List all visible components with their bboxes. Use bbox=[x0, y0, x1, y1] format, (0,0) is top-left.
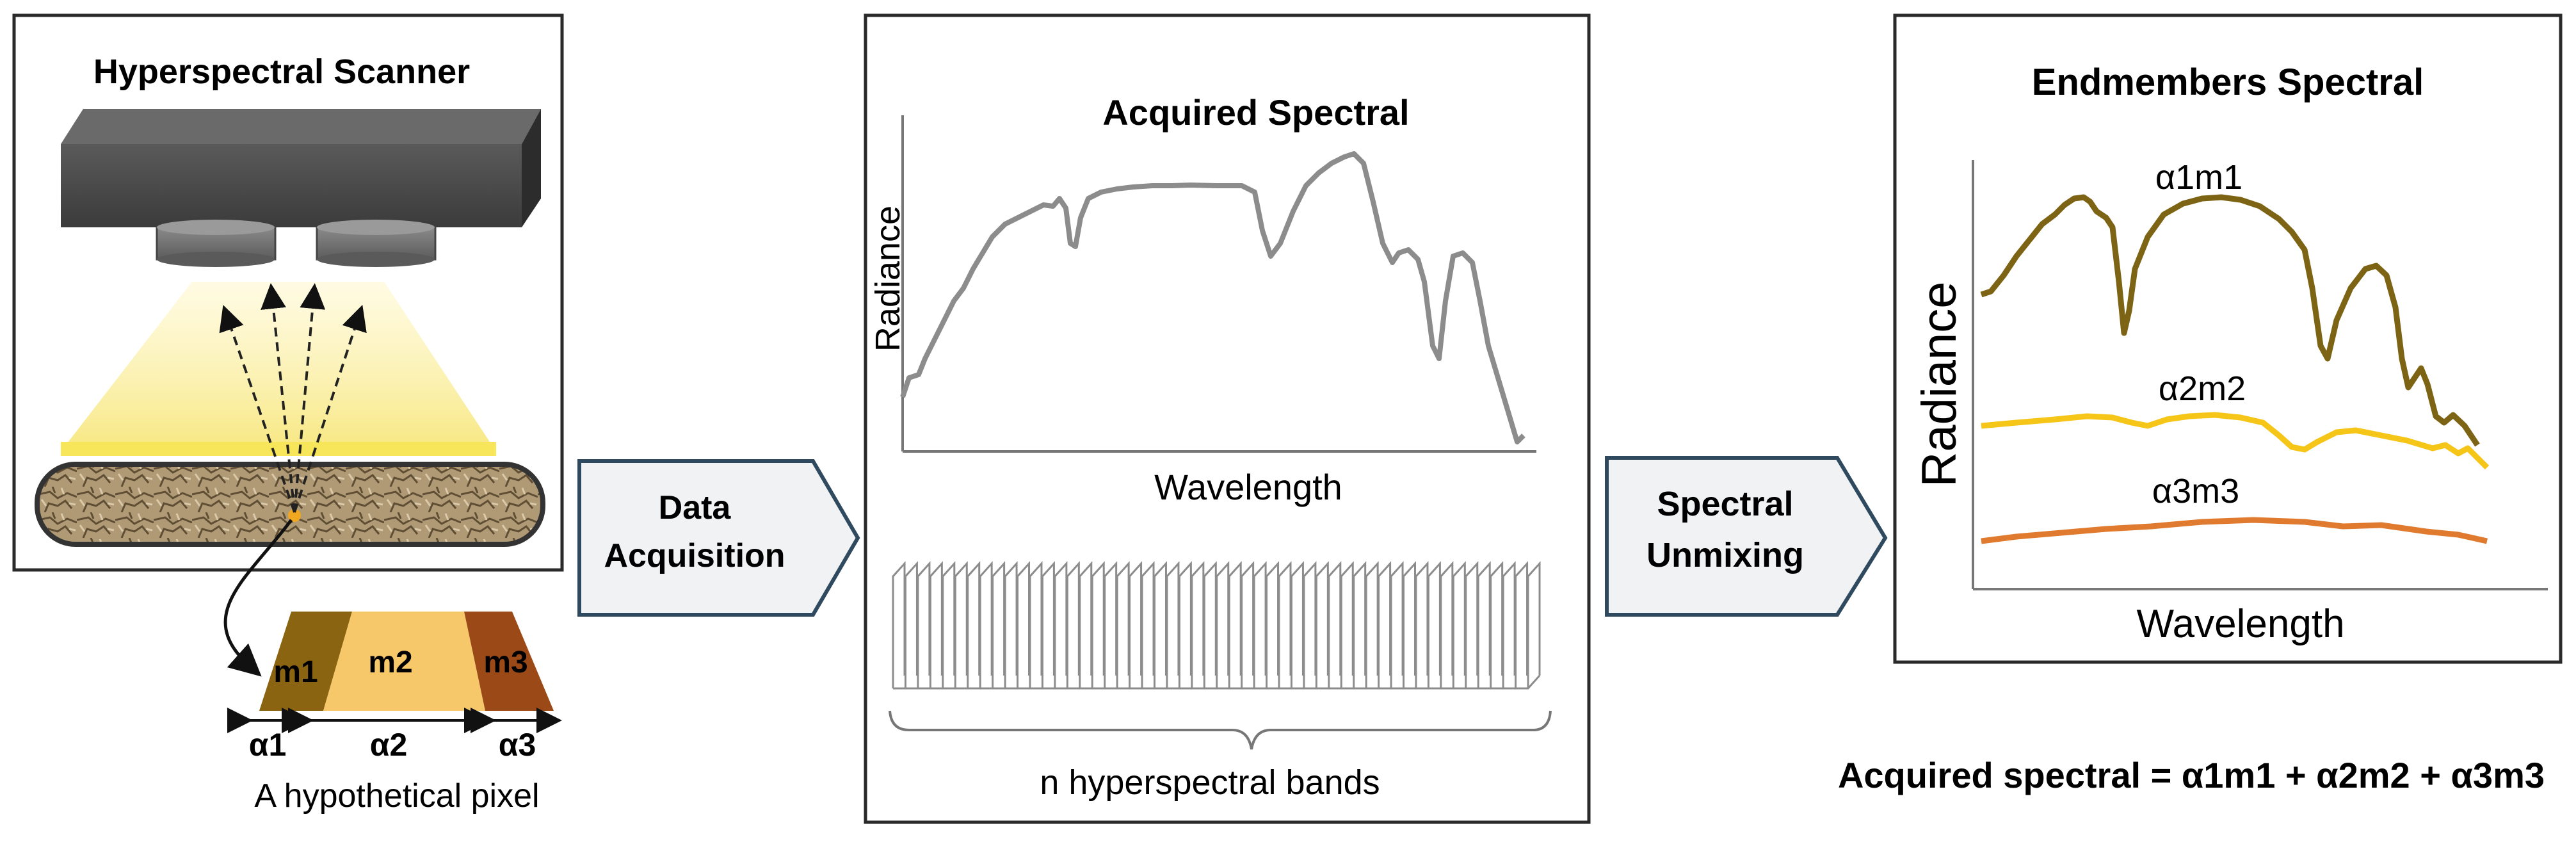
band-stack-base bbox=[893, 674, 1541, 690]
abundance-label-a1: α1 bbox=[249, 727, 287, 763]
endmember-ylabel: Radiance bbox=[1912, 281, 1967, 487]
unmixing-label-line2: Unmixing bbox=[1646, 536, 1804, 574]
acquired-xlabel: Wavelength bbox=[1154, 467, 1342, 507]
series-label-3: α3m3 bbox=[2152, 472, 2239, 510]
acquired-spectral-panel: Acquired Spectral Radiance Wavelength n … bbox=[864, 13, 1591, 824]
abundance-label-a2: α2 bbox=[370, 727, 408, 763]
endmember-axes bbox=[1972, 160, 2548, 590]
pixel-caption: A hypothetical pixel bbox=[254, 777, 539, 815]
pixel-link-arrow bbox=[223, 519, 293, 677]
series-label-1: α1m1 bbox=[2155, 158, 2242, 197]
bands-caption: n hyperspectral bands bbox=[1040, 763, 1380, 802]
pixel-label-m1: m1 bbox=[273, 655, 318, 689]
acquisition-label-line2: Acquisition bbox=[604, 537, 785, 574]
bands-brace bbox=[889, 710, 1552, 750]
pixel-material-m3 bbox=[464, 612, 554, 711]
endmember-curve-3 bbox=[1981, 517, 2488, 544]
scanner-panel: Hyperspectral Scanner bbox=[12, 13, 564, 572]
band-sheet bbox=[1527, 561, 1541, 688]
pixel-label-m2: m2 bbox=[368, 645, 412, 679]
hypothetical-pixel: m1 m2 m3 α1 α2 α3 A hypothetical pixel bbox=[227, 612, 562, 815]
spectral-unmixing-arrow: Spectral Unmixing bbox=[1605, 456, 1888, 617]
unmixing-label-line1: Spectral bbox=[1657, 485, 1793, 523]
endmember-xlabel: Wavelength bbox=[2136, 602, 2344, 646]
light-beam bbox=[61, 282, 496, 456]
scanner-device-icon bbox=[61, 109, 541, 267]
pixel-material-m2 bbox=[323, 612, 485, 711]
data-acquisition-arrow: Data Acquisition bbox=[577, 459, 860, 617]
endmember-curve-1 bbox=[1980, 194, 2480, 447]
endmembers-panel: Endmembers Spectral Radiance Wavelength … bbox=[1893, 13, 2563, 664]
acquisition-label-line1: Data bbox=[659, 489, 732, 526]
scanner-title: Hyperspectral Scanner bbox=[93, 53, 470, 91]
endmembers-title: Endmembers Spectral bbox=[2032, 61, 2424, 103]
unmixing-equation: Acquired spectral = α1m1 + α2m2 + α3m3 bbox=[1838, 755, 2545, 795]
endmember-curve-2 bbox=[1981, 412, 2490, 470]
pixel-material-m1 bbox=[259, 612, 352, 711]
reflection-arrows bbox=[219, 283, 367, 513]
acquired-title: Acquired Spectral bbox=[1102, 92, 1409, 133]
acquired-curve bbox=[900, 151, 1525, 444]
series-label-2: α2m2 bbox=[2159, 369, 2246, 408]
acquired-ylabel: Radiance bbox=[869, 206, 907, 352]
pixel-label-m3: m3 bbox=[483, 645, 527, 679]
abundance-label-a3: α3 bbox=[499, 727, 536, 763]
hyperspectral-band-stack bbox=[892, 561, 1541, 690]
